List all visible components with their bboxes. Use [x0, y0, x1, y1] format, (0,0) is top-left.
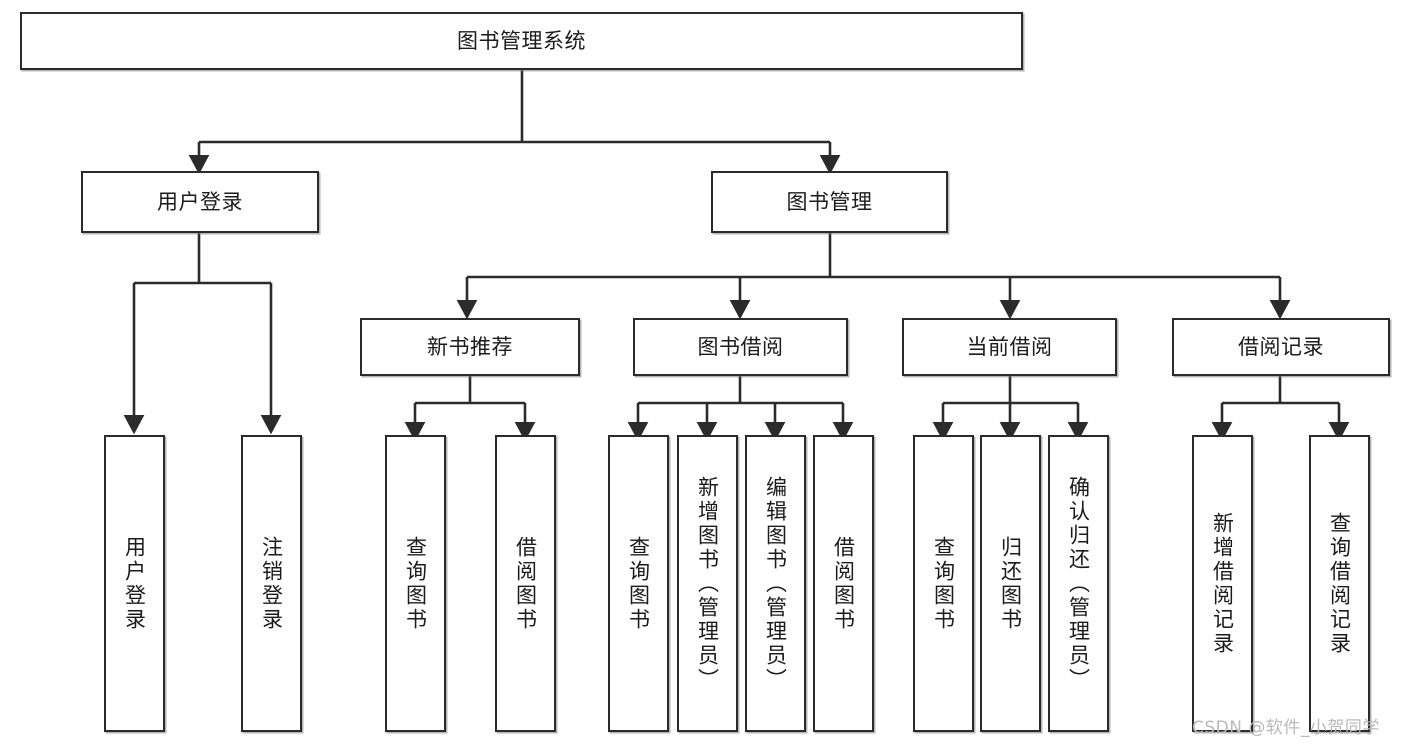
leaf-record-query-label: 查询借阅记录	[1327, 511, 1352, 656]
leaf-record-query[interactable]: 查询借阅记录	[1309, 435, 1370, 732]
leaf-newbook-borrow-book[interactable]: 借阅图书	[495, 435, 556, 732]
leaf-record-add[interactable]: 新增借阅记录	[1192, 435, 1253, 732]
leaf-user-logout-label: 注销登录	[259, 535, 284, 632]
node-borrow-record[interactable]: 借阅记录	[1172, 318, 1390, 376]
leaf-current-return-book[interactable]: 归还图书	[980, 435, 1041, 732]
leaf-current-query-book[interactable]: 查询图书	[913, 435, 974, 732]
node-book-management-label: 图书管理	[786, 189, 873, 214]
leaf-borrow-add-book[interactable]: 新增图书（管理员）	[677, 435, 738, 732]
leaf-borrow-query-book[interactable]: 查询图书	[608, 435, 669, 732]
leaf-borrow-edit-book[interactable]: 编辑图书（管理员）	[745, 435, 806, 732]
leaf-record-add-label: 新增借阅记录	[1210, 511, 1235, 656]
leaf-user-login-label: 用户登录	[122, 535, 147, 632]
node-borrow-record-label: 借阅记录	[1238, 334, 1324, 359]
leaf-borrow-borrow-book-label: 借阅图书	[831, 535, 856, 632]
node-user-login[interactable]: 用户登录	[81, 171, 319, 233]
leaf-newbook-borrow-book-label: 借阅图书	[513, 535, 538, 632]
node-book-management[interactable]: 图书管理	[711, 171, 948, 233]
leaf-borrow-query-book-label: 查询图书	[626, 535, 651, 632]
leaf-newbook-query-book-label: 查询图书	[403, 535, 428, 632]
node-new-book-recommend-label: 新书推荐	[427, 334, 513, 359]
node-root-label: 图书管理系统	[457, 28, 586, 53]
node-user-login-label: 用户登录	[157, 189, 243, 214]
node-new-book-recommend[interactable]: 新书推荐	[360, 318, 580, 376]
leaf-user-login[interactable]: 用户登录	[104, 435, 165, 732]
node-current-borrow-label: 当前借阅	[966, 334, 1053, 359]
leaf-current-confirm-return[interactable]: 确认归还（管理员）	[1048, 435, 1109, 732]
leaf-current-confirm-return-label: 确认归还（管理员）	[1066, 475, 1091, 692]
node-root[interactable]: 图书管理系统	[20, 12, 1023, 70]
leaf-borrow-edit-book-label: 编辑图书（管理员）	[763, 475, 788, 692]
leaf-current-return-book-label: 归还图书	[998, 535, 1023, 632]
csdn-watermark-text: CSDN @软件_小贺同学	[1192, 718, 1380, 738]
leaf-borrow-borrow-book[interactable]: 借阅图书	[813, 435, 874, 732]
leaf-newbook-query-book[interactable]: 查询图书	[385, 435, 446, 732]
leaf-borrow-add-book-label: 新增图书（管理员）	[695, 475, 720, 692]
csdn-watermark: CSDN @软件_小贺同学	[1192, 713, 1380, 738]
leaf-current-query-book-label: 查询图书	[931, 535, 956, 632]
node-current-borrow[interactable]: 当前借阅	[902, 318, 1117, 376]
leaf-user-logout[interactable]: 注销登录	[241, 435, 302, 732]
node-book-borrow[interactable]: 图书借阅	[633, 318, 848, 376]
node-book-borrow-label: 图书借阅	[697, 334, 784, 359]
